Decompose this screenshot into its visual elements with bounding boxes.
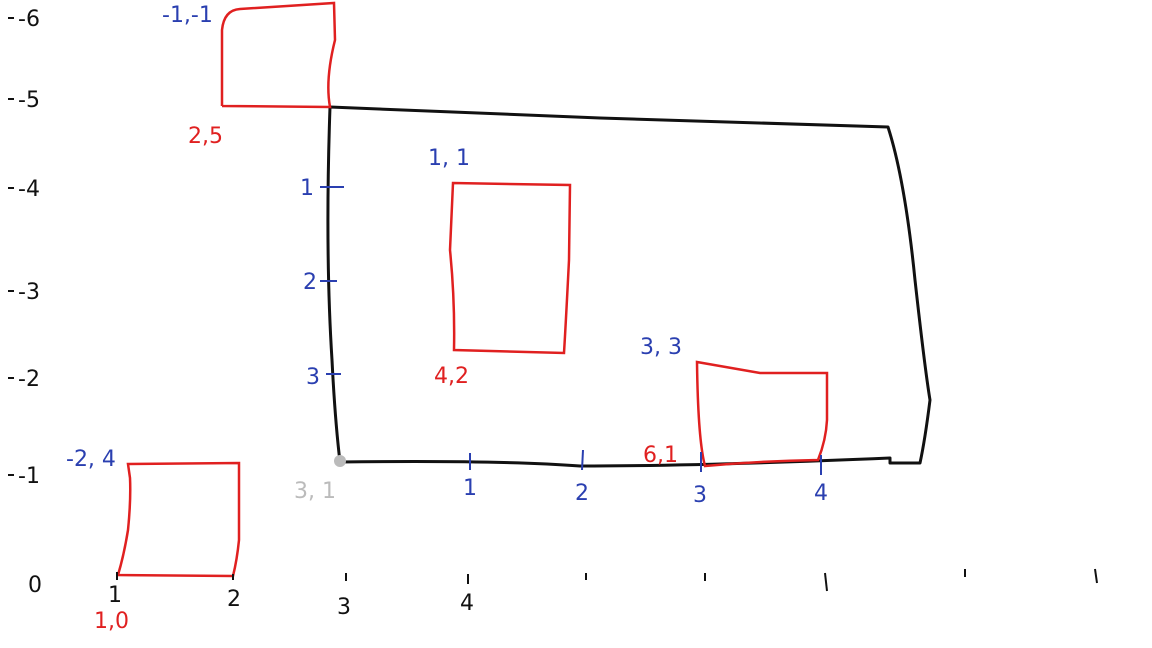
main-frame (326, 105, 932, 468)
inner-y-label-3: 3 (306, 365, 320, 390)
y-label-3: -3 (18, 280, 40, 305)
x-label-3: 3 (337, 595, 351, 620)
top-left-box (220, 1, 337, 109)
origin-label: 3, 1 (294, 479, 336, 504)
center-box-top-label: 1, 1 (428, 146, 470, 171)
center-box (448, 181, 572, 355)
inner-x-label-4: 4 (814, 481, 828, 506)
x-label-4: 4 (460, 591, 474, 616)
x-label-1: 1 (108, 583, 122, 608)
origin-dot (334, 455, 346, 467)
center-box-bottom-label: 4,2 (434, 364, 469, 389)
right-box (695, 360, 829, 468)
y-label-4: -4 (18, 177, 40, 202)
inner-y-label-2: 2 (303, 270, 317, 295)
inner-y-label-1: 1 (300, 176, 314, 201)
y-label-6: -6 (18, 7, 40, 32)
right-box-bottom-label: 6,1 (643, 443, 678, 468)
inner-x-label-3: 3 (693, 483, 707, 508)
inner-y-ticks (320, 186, 344, 375)
right-box-top-label: 3, 3 (640, 335, 682, 360)
top-left-box-top-label: -1,-1 (162, 3, 213, 28)
y-label-2: -2 (18, 367, 40, 392)
y-label-1: -1 (18, 464, 40, 489)
bottom-left-box-bottom-label: 1,0 (94, 609, 129, 634)
bottom-left-box (116, 461, 241, 578)
inner-x-label-1: 1 (463, 476, 477, 501)
outer-y-ticks (8, 17, 14, 476)
y-label-5: -5 (18, 88, 40, 113)
inner-x-ticks (469, 449, 822, 475)
inner-x-label-2: 2 (575, 481, 589, 506)
bottom-left-box-top-label: -2, 4 (66, 447, 116, 472)
x-label-2: 2 (227, 587, 241, 612)
x-label-0: 0 (28, 573, 42, 598)
top-left-box-bottom-label: 2,5 (188, 124, 223, 149)
outer-x-ticks (116, 568, 1098, 592)
